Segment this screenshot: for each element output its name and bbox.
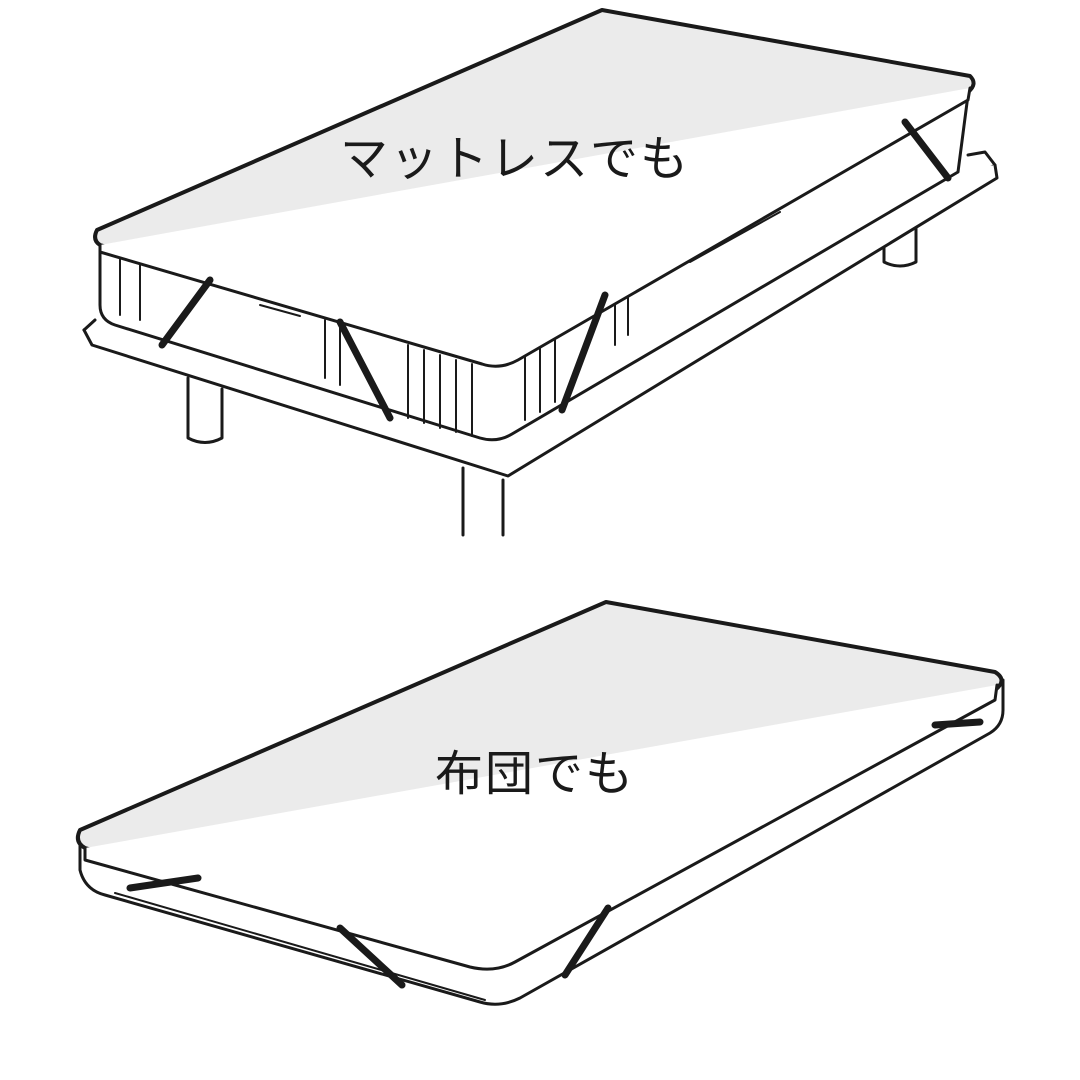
mattress-topper [93,8,976,368]
bed-with-mattress-topper-illustration [82,8,999,537]
bed-front-legs [186,376,505,537]
caption-mattress: マットレスでも [340,131,691,187]
futon-elastic-straps [126,718,984,989]
futon-with-topper-illustration [75,600,1005,1006]
futon-topper [75,600,1004,971]
corner-elastic-straps [158,118,952,422]
caption-futon: 布団でも [435,746,636,802]
